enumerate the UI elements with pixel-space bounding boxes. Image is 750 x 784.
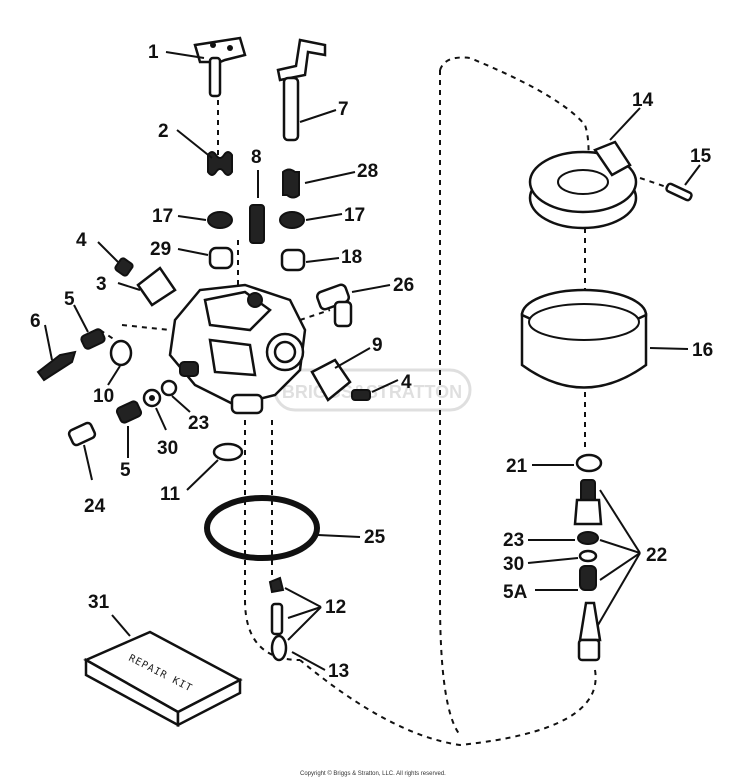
callout-30-left: 30 (157, 438, 178, 459)
throttle-plate (136, 266, 177, 307)
callout-10: 10 (93, 386, 114, 407)
callout-13: 13 (328, 661, 349, 682)
carburetor-body (168, 283, 307, 415)
choke-spring (282, 168, 300, 199)
callout-5-lower: 5 (120, 460, 131, 481)
callout-6: 6 (30, 311, 41, 332)
callout-4-right: 4 (401, 372, 412, 393)
callout-9: 9 (372, 335, 383, 356)
mixture-needle (36, 350, 77, 382)
callout-23-left: 23 (188, 413, 209, 434)
needle-spring-upper (80, 328, 106, 350)
choke-shaft (276, 38, 327, 142)
callout-28: 28 (357, 161, 378, 182)
callout-14: 14 (632, 90, 654, 111)
leader-lines (44, 51, 701, 671)
needle-spring-lower (115, 400, 143, 424)
throttle-shaft (193, 36, 247, 98)
callout-15: 15 (690, 146, 712, 167)
repair-kit: REPAIR KIT (83, 630, 243, 728)
choke-seal (279, 211, 305, 229)
welch-plug (212, 442, 244, 462)
callout-26: 26 (393, 275, 414, 296)
choke-bushing (280, 248, 306, 272)
bowl-nut-assembly (573, 479, 603, 662)
choke-plate (310, 358, 352, 402)
inlet-needle-clip (268, 576, 285, 594)
bowl-gasket-washer (575, 453, 603, 473)
callout-16: 16 (692, 340, 713, 361)
callout-24: 24 (84, 496, 106, 517)
callout-labels: 1 2 8 7 28 17 17 4 29 18 3 26 5 6 9 10 4… (30, 42, 713, 682)
float (528, 140, 638, 230)
callout-1: 1 (148, 42, 159, 63)
callout-5A: 5A (503, 582, 528, 603)
callout-11: 11 (160, 484, 181, 505)
callout-17-left: 17 (152, 206, 173, 227)
callout-18: 18 (341, 247, 362, 268)
callout-31: 31 (88, 592, 110, 613)
o-ring-small (109, 339, 133, 367)
callout-21: 21 (506, 456, 528, 477)
float-hinge-pin (665, 182, 693, 202)
callout-25: 25 (364, 527, 386, 548)
callout-5-upper: 5 (64, 289, 75, 310)
callout-3: 3 (96, 274, 107, 295)
callout-7: 7 (338, 99, 349, 120)
callout-2: 2 (158, 121, 169, 142)
float-bowl (520, 288, 648, 389)
callout-4-left: 4 (76, 230, 87, 251)
fuel-fitting (315, 283, 353, 328)
callout-30-right: 30 (503, 554, 524, 575)
callout-23-right: 23 (503, 530, 524, 551)
idle-screw (249, 204, 265, 244)
callout-22: 22 (646, 545, 667, 566)
choke-plate-screw (351, 389, 371, 401)
needle-seat (270, 634, 288, 662)
copyright-notice: Copyright © Briggs & Stratton, LLC. All … (300, 771, 446, 777)
callout-8: 8 (251, 147, 262, 168)
throttle-seal (207, 211, 233, 229)
bowl-gasket (204, 495, 320, 561)
throttle-plate-screw (114, 257, 134, 277)
callout-17-right: 17 (344, 205, 365, 226)
main-needle (67, 421, 97, 447)
throttle-bushing (208, 246, 234, 270)
callout-12: 12 (325, 597, 346, 618)
throttle-spring (207, 151, 233, 176)
inlet-needle (270, 602, 284, 636)
washer-left (160, 379, 178, 397)
callout-29: 29 (150, 239, 171, 260)
